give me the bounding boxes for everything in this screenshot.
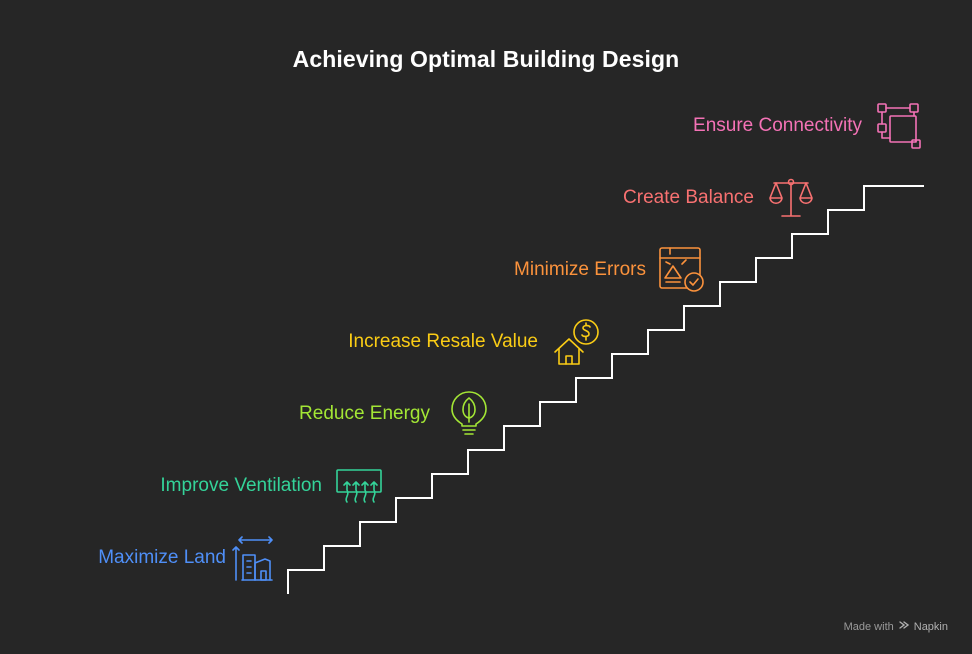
step-label-reduce-energy: Reduce Energy: [299, 403, 430, 424]
made-with-napkin-footer: Made with Napkin: [844, 619, 948, 634]
step-label-create-balance: Create Balance: [623, 187, 754, 208]
step-label-ensure-connectivity: Ensure Connectivity: [693, 115, 862, 136]
step-label-minimize-errors: Minimize Errors: [514, 259, 646, 280]
made-with-text: Made with: [843, 620, 894, 633]
napkin-brand-text: Napkin: [913, 620, 948, 633]
step-label-maximize-land: Maximize Land: [98, 547, 226, 568]
napkin-logo-icon: [898, 619, 910, 634]
building-land-icon: [228, 533, 278, 583]
balance-scale-icon: [766, 172, 816, 222]
step-label-improve-ventilation: Improve Ventilation: [160, 475, 322, 496]
lightbulb-leaf-icon: [444, 388, 494, 438]
diagram-title: Achieving Optimal Building Design: [292, 46, 680, 72]
ventilation-icon: [334, 462, 384, 512]
connected-nodes-icon: [874, 100, 924, 150]
house-dollar-icon: [552, 316, 602, 366]
step-label-increase-resale-value: Increase Resale Value: [348, 331, 538, 352]
blueprint-check-icon: [656, 244, 706, 294]
